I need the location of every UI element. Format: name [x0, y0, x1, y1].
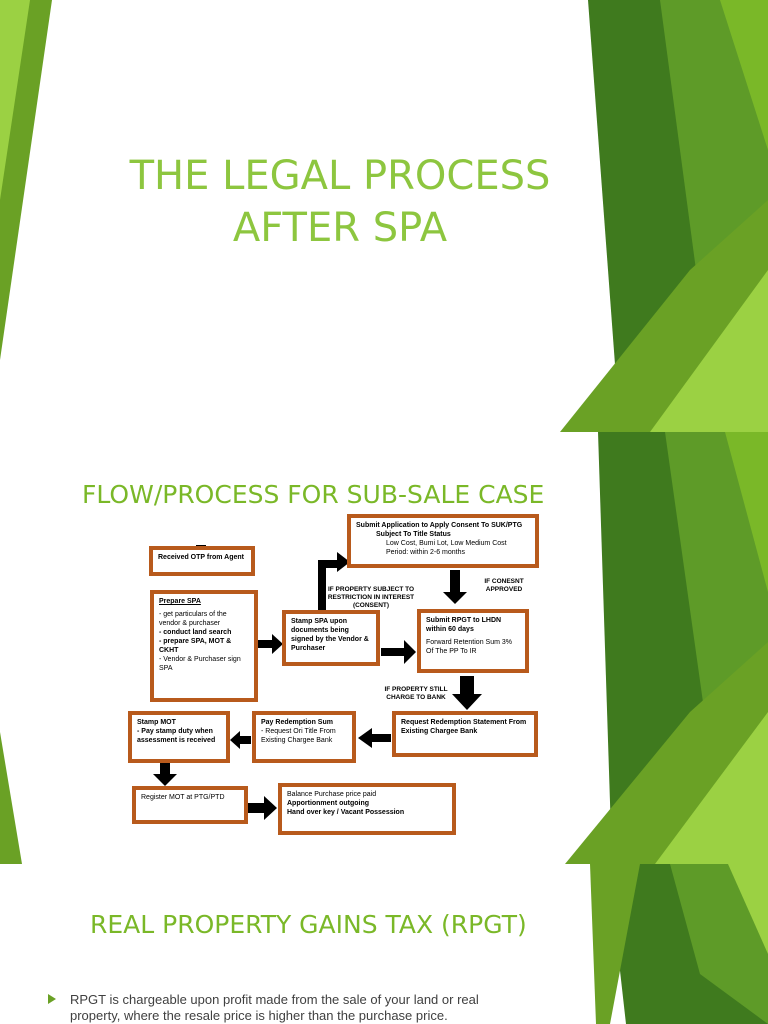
- slide-rpgt: REAL PROPERTY GAINS TAX (RPGT) RPGT is c…: [0, 864, 768, 1024]
- stamp-mot-box: Stamp MOT - Pay stamp duty when assessme…: [128, 711, 230, 763]
- prepare-spa-item: - prepare SPA, MOT & CKHT: [159, 638, 232, 654]
- submit-rpgt-box: Submit RPGT to LHDN within 60 days Forwa…: [417, 609, 529, 673]
- submit-application-item: Subject To Title Status: [376, 531, 451, 538]
- submit-rpgt-line2: Forward Retention Sum 3% Of The PP To IR: [426, 639, 512, 655]
- right-light-shape: [728, 864, 768, 954]
- submit-rpgt-line1: Submit RPGT to LHDN within 60 days: [426, 617, 502, 633]
- stamp-mot-line2: - Pay stamp duty when assessment is rece…: [137, 728, 216, 744]
- prepare-spa-item: - get particulars of the vendor & purcha…: [159, 611, 227, 627]
- pay-redemption-line2: - Request Ori Title From Existing Charge…: [261, 728, 336, 744]
- prepare-spa-item: - Vendor & Purchaser sign SPA: [159, 656, 241, 672]
- note-restriction: IF PROPERTY SUBJECT TO RESTRICTION IN IN…: [327, 586, 415, 609]
- slide-decoration: [0, 0, 768, 432]
- slide-rpgt-title: REAL PROPERTY GAINS TAX (RPGT): [90, 910, 527, 939]
- arrow-down-icon: [443, 570, 467, 604]
- arrow-left-icon: [358, 728, 391, 748]
- slide-flow-title: FLOW/PROCESS FOR SUB-SALE CASE: [82, 480, 545, 509]
- slide-title: THE LEGAL PROCESS AFTER SPA: [0, 0, 768, 432]
- right-light-shape: [655, 712, 768, 864]
- stamp-spa-text: Stamp SPA upon documents being signed by…: [291, 618, 369, 652]
- submit-application-heading: Submit Application to Apply Consent To S…: [356, 522, 523, 529]
- bullet-text: RPGT is chargeable upon profit made from…: [70, 992, 479, 1023]
- arrow-right-icon: [381, 640, 416, 664]
- balance-box: Balance Purchase price paid Apportionmen…: [278, 783, 456, 835]
- submit-application-item: Low Cost, Bumi Lot, Low Medium Cost: [386, 540, 507, 547]
- balance-item: Balance Purchase price paid: [287, 791, 377, 798]
- request-redemption-text: Request Redemption Statement From Existi…: [401, 719, 527, 735]
- stamp-spa-box: Stamp SPA upon documents being signed by…: [282, 610, 380, 666]
- balance-item: Apportionment outgoing: [287, 800, 370, 807]
- title-line: AFTER SPA: [232, 205, 448, 251]
- right-light-shape: [650, 270, 768, 432]
- right-top-shape: [720, 0, 768, 150]
- right-mid-shape: [670, 864, 768, 1024]
- arrow-right-icon: [248, 796, 277, 820]
- bullet-arrow-icon: [48, 994, 56, 1004]
- arrow-down-icon: [153, 763, 177, 786]
- note-consent: IF CONESNT APPROVED: [484, 578, 524, 593]
- received-otp-box: Received OTP from Agent: [149, 546, 255, 576]
- slide-decoration: [590, 864, 768, 1024]
- balance-item: Hand over key / Vacant Possession: [287, 809, 405, 816]
- arrow-down-icon: [452, 676, 482, 710]
- right-lower-shape: [590, 864, 640, 1024]
- prepare-spa-item: - conduct land search: [159, 629, 232, 636]
- slide-decoration: [0, 432, 768, 864]
- note-charge: IF PROPERTY STILL CHARGE TO BANK: [384, 686, 448, 701]
- left-green-shape: [0, 732, 22, 864]
- stamp-mot-line1: Stamp MOT: [137, 719, 176, 726]
- prepare-spa-heading: Prepare SPA: [159, 598, 201, 605]
- title-line: THE LEGAL PROCESS: [129, 153, 551, 199]
- submit-application-box: Submit Application to Apply Consent To S…: [347, 514, 539, 568]
- arrow-up-right-icon: [318, 552, 350, 610]
- arrow-left-icon: [230, 731, 251, 749]
- request-redemption-box: Request Redemption Statement From Existi…: [392, 711, 538, 757]
- submit-application-item: Period: within 2-6 months: [386, 549, 465, 556]
- prepare-spa-box: Prepare SPA - get particulars of the ven…: [150, 590, 258, 702]
- slide-flow: FLOW/PROCESS FOR SUB-SALE CASE Received …: [0, 432, 768, 864]
- slide-title-text: THE LEGAL PROCESS AFTER SPA: [100, 150, 580, 254]
- received-otp-text: Received OTP from Agent: [158, 554, 244, 561]
- right-top-shape: [725, 432, 768, 592]
- pay-redemption-box: Pay Redemption Sum - Request Ori Title F…: [252, 711, 356, 763]
- flow-arrows: [153, 545, 482, 820]
- arrow-right-icon: [258, 634, 283, 654]
- register-mot-text: Register MOT at PTG/PTD: [141, 794, 225, 801]
- left-light-shape: [0, 0, 30, 200]
- register-mot-box: Register MOT at PTG/PTD: [132, 786, 248, 824]
- pay-redemption-line1: Pay Redemption Sum: [261, 719, 333, 726]
